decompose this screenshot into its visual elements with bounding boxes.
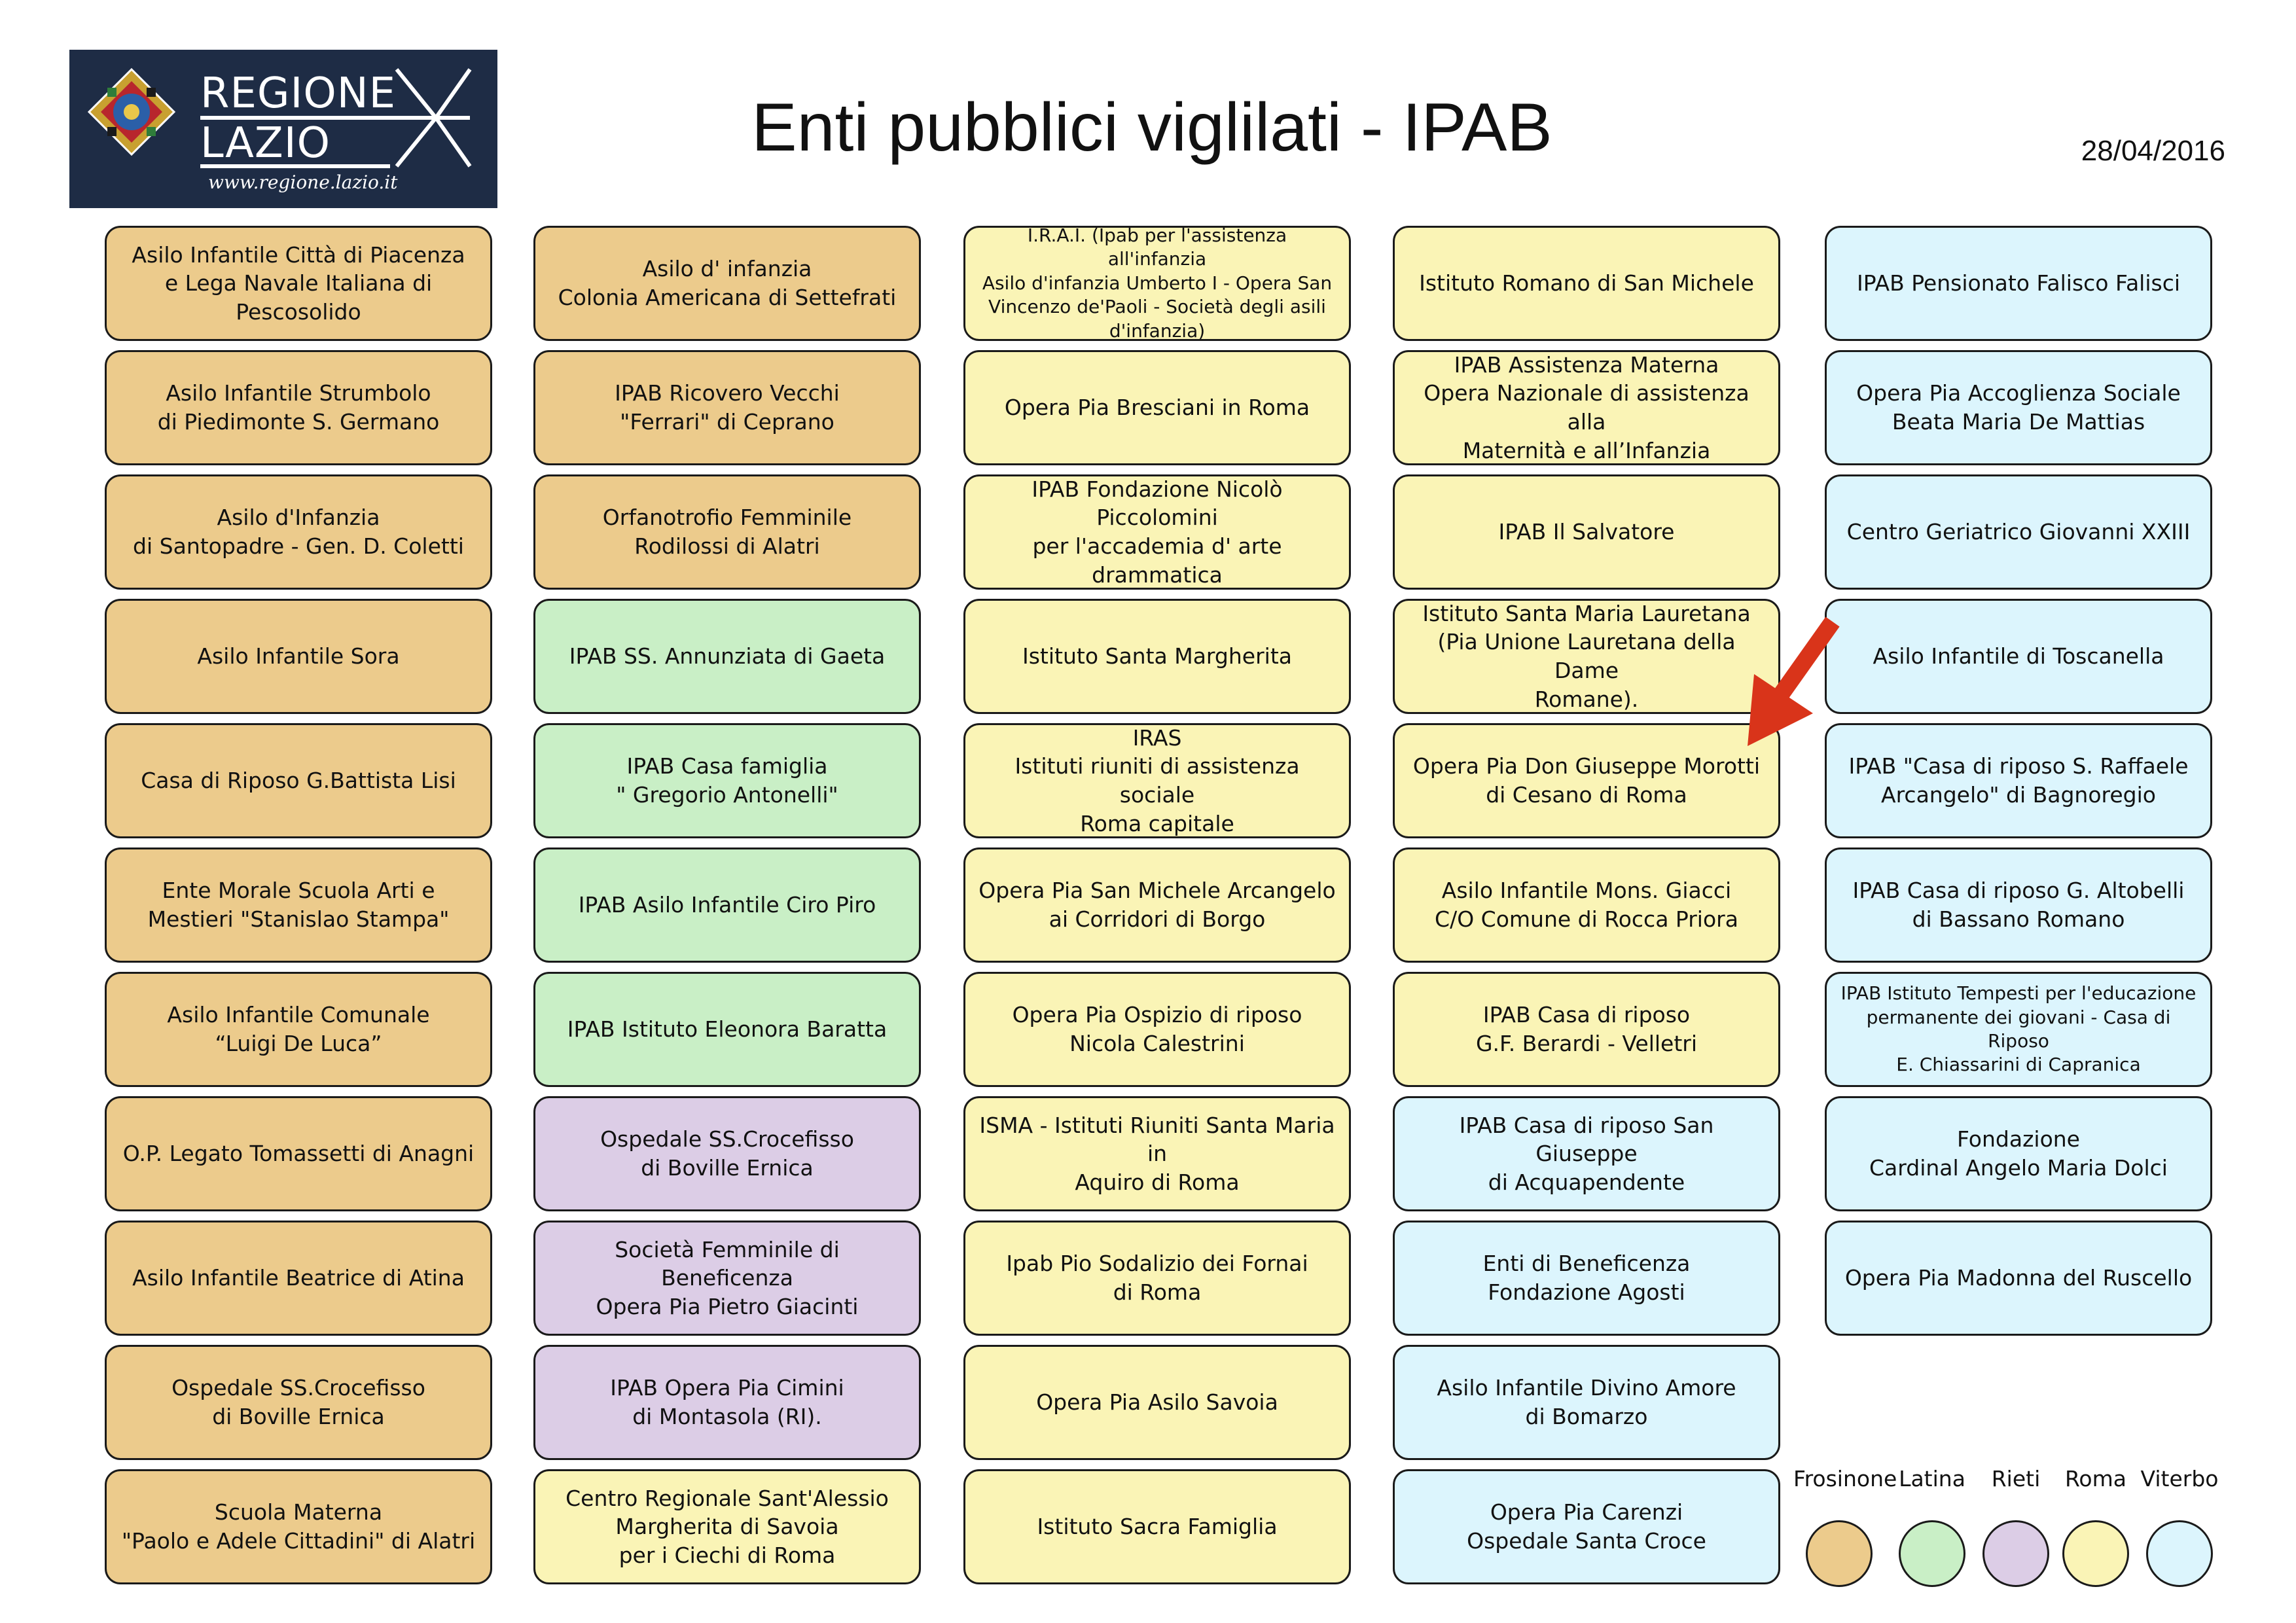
ipab-card-roma: Istituto Romano di San Michele <box>1393 226 1780 341</box>
ipab-card-roma: Istituto Santa Margherita <box>963 599 1351 714</box>
ipab-card-roma: Ipab Pio Sodalizio dei Fornai di Roma <box>963 1221 1351 1336</box>
ipab-card-viterbo: Opera Pia Carenzi Ospedale Santa Croce <box>1393 1469 1780 1584</box>
ipab-card-rieti: Ospedale SS.Crocefisso di Boville Ernica <box>533 1096 921 1211</box>
ipab-card-frosinone: Orfanotrofio Femminile Rodilossi di Alat… <box>533 474 921 590</box>
ipab-card-frosinone: Casa di Riposo G.Battista Lisi <box>105 723 492 838</box>
ipab-card-frosinone: Asilo Infantile Sora <box>105 599 492 714</box>
legend-swatch <box>1899 1520 1965 1587</box>
ipab-card-frosinone: Scuola Materna "Paolo e Adele Cittadini"… <box>105 1469 492 1584</box>
ipab-card-roma: IPAB Assistenza Materna Opera Nazionale … <box>1393 350 1780 465</box>
ipab-card-roma: Istituto Sacra Famiglia <box>963 1469 1351 1584</box>
ipab-card-rieti: Società Femminile di Beneficenza Opera P… <box>533 1221 921 1336</box>
ipab-card-viterbo: IPAB Casa di riposo San Giuseppe di Acqu… <box>1393 1096 1780 1211</box>
ipab-card-roma: Opera Pia Asilo Savoia <box>963 1345 1351 1460</box>
legend-label: Roma <box>2064 1466 2126 1491</box>
ipab-card-viterbo: Asilo Infantile Divino Amore di Bomarzo <box>1393 1345 1780 1460</box>
ipab-card-frosinone: Ospedale SS.Crocefisso di Boville Ernica <box>105 1345 492 1460</box>
ipab-card-frosinone: Asilo Infantile Comunale “Luigi De Luca” <box>105 972 492 1087</box>
ipab-card-frosinone: Asilo d' infanzia Colonia Americana di S… <box>533 226 921 341</box>
ipab-card-roma: Opera Pia San Michele Arcangelo ai Corri… <box>963 847 1351 963</box>
ipab-card-viterbo: Enti di Beneficenza Fondazione Agosti <box>1393 1221 1780 1336</box>
ipab-card-roma: IPAB Il Salvatore <box>1393 474 1780 590</box>
ipab-card-latina: IPAB SS. Annunziata di Gaeta <box>533 599 921 714</box>
ipab-card-roma: Opera Pia Ospizio di riposo Nicola Cales… <box>963 972 1351 1087</box>
legend-item-latina: Latina <box>1886 1466 1978 1587</box>
legend-swatch <box>2146 1520 2213 1587</box>
page-title: Enti pubblici viglilati - IPAB <box>751 90 1552 166</box>
legend-item-roma: Roma <box>2050 1466 2142 1587</box>
ipab-card-roma: I.R.A.I. (Ipab per l'assistenza all'infa… <box>963 224 1351 342</box>
ipab-card-latina: IPAB Casa famiglia " Gregorio Antonelli" <box>533 723 921 838</box>
ipab-card-viterbo: IPAB Pensionato Falisco Falisci <box>1825 226 2212 341</box>
regione-lazio-logo: REGIONE LAZIO www.regione.lazio.it <box>69 50 497 208</box>
logo-graphic <box>87 67 472 168</box>
page-date: 28/04/2016 <box>2081 135 2225 167</box>
ipab-card-latina: IPAB Istituto Eleonora Baratta <box>533 972 921 1087</box>
ipab-card-frosinone: O.P. Legato Tomassetti di Anagni <box>105 1096 492 1211</box>
ipab-card-viterbo: Fondazione Cardinal Angelo Maria Dolci <box>1825 1096 2212 1211</box>
ipab-card-viterbo: Centro Geriatrico Giovanni XXIII <box>1825 474 2212 590</box>
ipab-card-frosinone: Asilo Infantile Beatrice di Atina <box>105 1221 492 1336</box>
ipab-card-roma: Asilo Infantile Mons. Giacci C/O Comune … <box>1393 847 1780 963</box>
ipab-card-frosinone: IPAB Ricovero Vecchi "Ferrari" di Cepran… <box>533 350 921 465</box>
ipab-card-frosinone: Ente Morale Scuola Arti e Mestieri "Stan… <box>105 847 492 963</box>
ipab-card-roma: Centro Regionale Sant'Alessio Margherita… <box>533 1469 921 1584</box>
logo-url: www.regione.lazio.it <box>208 171 398 193</box>
legend-swatch <box>2062 1520 2129 1587</box>
ipab-card-viterbo: Asilo Infantile di Toscanella <box>1825 599 2212 714</box>
legend-item-frosinone: Frosinone <box>1793 1466 1897 1587</box>
ipab-column-2: Asilo d' infanzia Colonia Americana di S… <box>533 226 921 1594</box>
ipab-card-frosinone: Asilo Infantile Città di Piacenza e Lega… <box>105 226 492 341</box>
circuit-lines-graphic <box>200 68 472 168</box>
legend-label: Frosinone <box>1793 1466 1897 1491</box>
ipab-card-roma: Istituto Santa Maria Lauretana (Pia Unio… <box>1393 599 1780 714</box>
ipab-card-roma: IPAB Fondazione Nicolò Piccolomini per l… <box>963 474 1351 590</box>
logo-line1: REGIONE <box>200 69 397 118</box>
ipab-card-roma: Opera Pia Don Giuseppe Morotti di Cesano… <box>1393 723 1780 838</box>
ipab-card-frosinone: Asilo Infantile Strumbolo di Piedimonte … <box>105 350 492 465</box>
ipab-card-roma: Opera Pia Bresciani in Roma <box>963 350 1351 465</box>
ipab-card-rieti: IPAB Opera Pia Cimini di Montasola (RI). <box>533 1345 921 1460</box>
legend-item-viterbo: Viterbo <box>2134 1466 2225 1587</box>
ipab-card-viterbo: IPAB "Casa di riposo S. Raffaele Arcange… <box>1825 723 2212 838</box>
ipab-card-roma: ISMA - Istituti Riuniti Santa Maria in A… <box>963 1096 1351 1211</box>
legend-label: Viterbo <box>2140 1466 2219 1491</box>
legend-label: Latina <box>1899 1466 1965 1491</box>
ipab-card-viterbo: IPAB Casa di riposo G. Altobelli di Bass… <box>1825 847 2212 963</box>
ipab-card-viterbo: IPAB Istituto Tempesti per l'educazione … <box>1825 972 2212 1087</box>
ipab-card-viterbo: Opera Pia Accoglienza Sociale Beata Mari… <box>1825 350 2212 465</box>
ipab-card-viterbo: Opera Pia Madonna del Ruscello <box>1825 1221 2212 1336</box>
ipab-column-3: I.R.A.I. (Ipab per l'assistenza all'infa… <box>963 224 1351 1594</box>
logo-line2: LAZIO <box>200 119 331 168</box>
ipab-card-roma: IPAB Casa di riposo G.F. Berardi - Velle… <box>1393 972 1780 1087</box>
red-arrow-icon <box>1748 616 1840 746</box>
ipab-card-latina: IPAB Asilo Infantile Ciro Piro <box>533 847 921 963</box>
legend-swatch <box>1806 1520 1873 1587</box>
coat-of-arms-icon <box>87 67 176 156</box>
legend-item-rieti: Rieti <box>1970 1466 2062 1587</box>
legend-swatch <box>1982 1520 2049 1587</box>
ipab-column-1: Asilo Infantile Città di Piacenza e Lega… <box>105 226 492 1594</box>
ipab-card-roma: IRAS Istituti riuniti di assistenza soci… <box>963 723 1351 838</box>
legend-label: Rieti <box>1991 1466 2041 1491</box>
ipab-card-frosinone: Asilo d'Infanzia di Santopadre - Gen. D.… <box>105 474 492 590</box>
